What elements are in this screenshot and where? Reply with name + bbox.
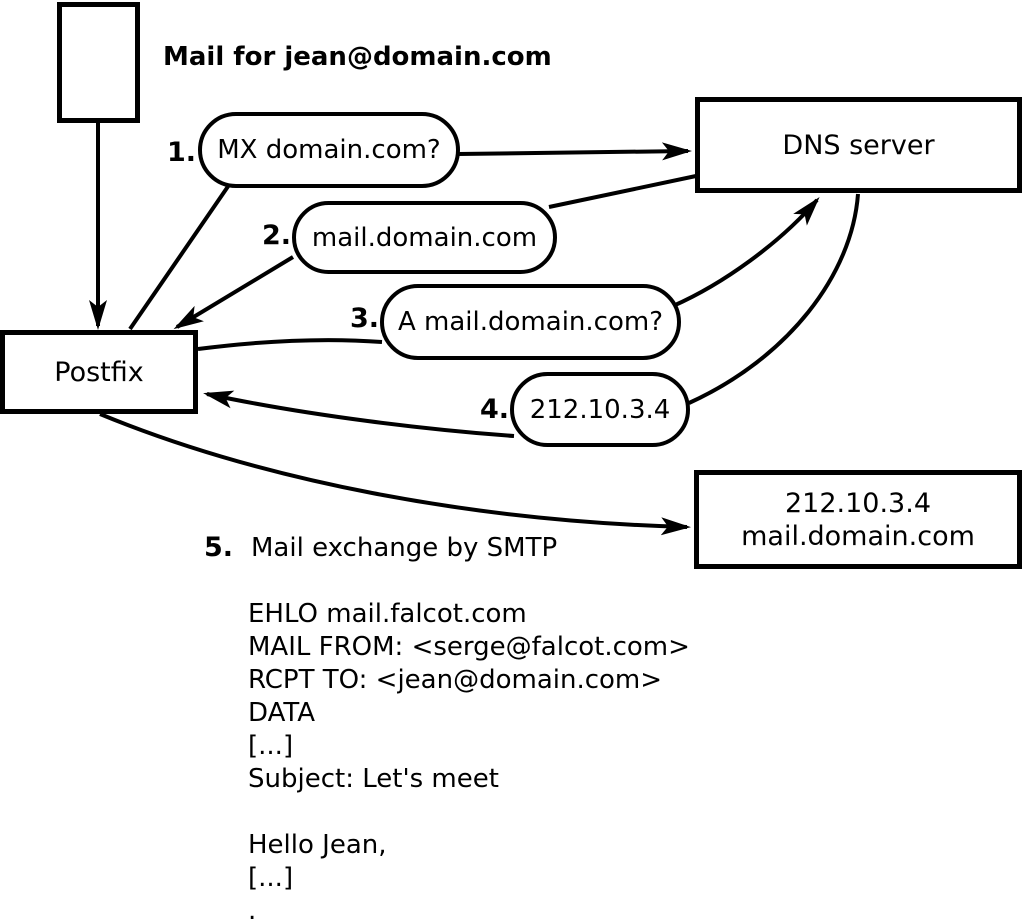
arrow-query-mx-to-dns [457, 142, 692, 161]
message-mx-query-label: MX domain.com? [217, 135, 441, 165]
message-mx-reply-label: mail.domain.com [311, 222, 538, 253]
dns-server-node: DNS server [695, 97, 1022, 193]
arrow-reply-a-to-postfix [203, 390, 515, 438]
message-mx-reply: mail.domain.com [292, 201, 557, 274]
smtp-line: [...] [248, 731, 294, 761]
message-a-reply: 212.10.3.4 [510, 372, 690, 447]
line-dns-to-reply-mx [548, 174, 697, 209]
smtp-line: [...] [248, 863, 294, 893]
line-postfix-to-query-a [197, 338, 383, 351]
dns-server-label: DNS server [782, 129, 935, 161]
smtp-line: . [248, 896, 257, 919]
smtp-line: MAIL FROM: <serge@falcot.com> [248, 632, 690, 662]
step-number-4: 4. [479, 394, 509, 425]
step-number-2: 2. [261, 220, 291, 251]
arrow-postfix-to-mailserver [99, 412, 691, 536]
message-mx-query: MX domain.com? [198, 112, 460, 188]
smtp-session-transcript: EHLO mail.falcot.com MAIL FROM: <serge@f… [248, 598, 690, 919]
step-5-label: Mail exchange by SMTP [251, 533, 558, 563]
message-a-query-label: A mail.domain.com? [398, 307, 663, 337]
smtp-line: EHLO mail.falcot.com [248, 599, 527, 629]
smtp-line: Subject: Let's meet [248, 764, 499, 794]
smtp-line: Hello Jean, [248, 830, 387, 860]
diagram-title: Mail for jean@domain.com [163, 42, 552, 72]
step-number-1: 1. [166, 137, 196, 168]
mail-server-node: 212.10.3.4 mail.domain.com [694, 470, 1022, 569]
line-postfix-to-query-mx [128, 183, 231, 331]
postfix-node: Postfix [0, 330, 198, 414]
line-dns-to-reply-a [688, 193, 860, 405]
smtp-line: DATA [248, 698, 315, 728]
message-a-query: A mail.domain.com? [380, 284, 681, 360]
mail-server-ip: 212.10.3.4 [785, 487, 931, 519]
step-number-5: 5. [203, 532, 233, 563]
postfix-node-label: Postfix [54, 356, 144, 388]
mail-message-icon [57, 2, 140, 123]
arrow-query-a-to-dns [672, 196, 820, 308]
message-a-reply-label: 212.10.3.4 [529, 394, 671, 425]
smtp-line: RCPT TO: <jean@domain.com> [248, 665, 663, 695]
arrow-reply-mx-to-postfix [173, 255, 295, 330]
mail-server-hostname: mail.domain.com [741, 520, 975, 552]
smtp-line-blank [248, 796, 690, 829]
step-number-3: 3. [349, 303, 379, 334]
